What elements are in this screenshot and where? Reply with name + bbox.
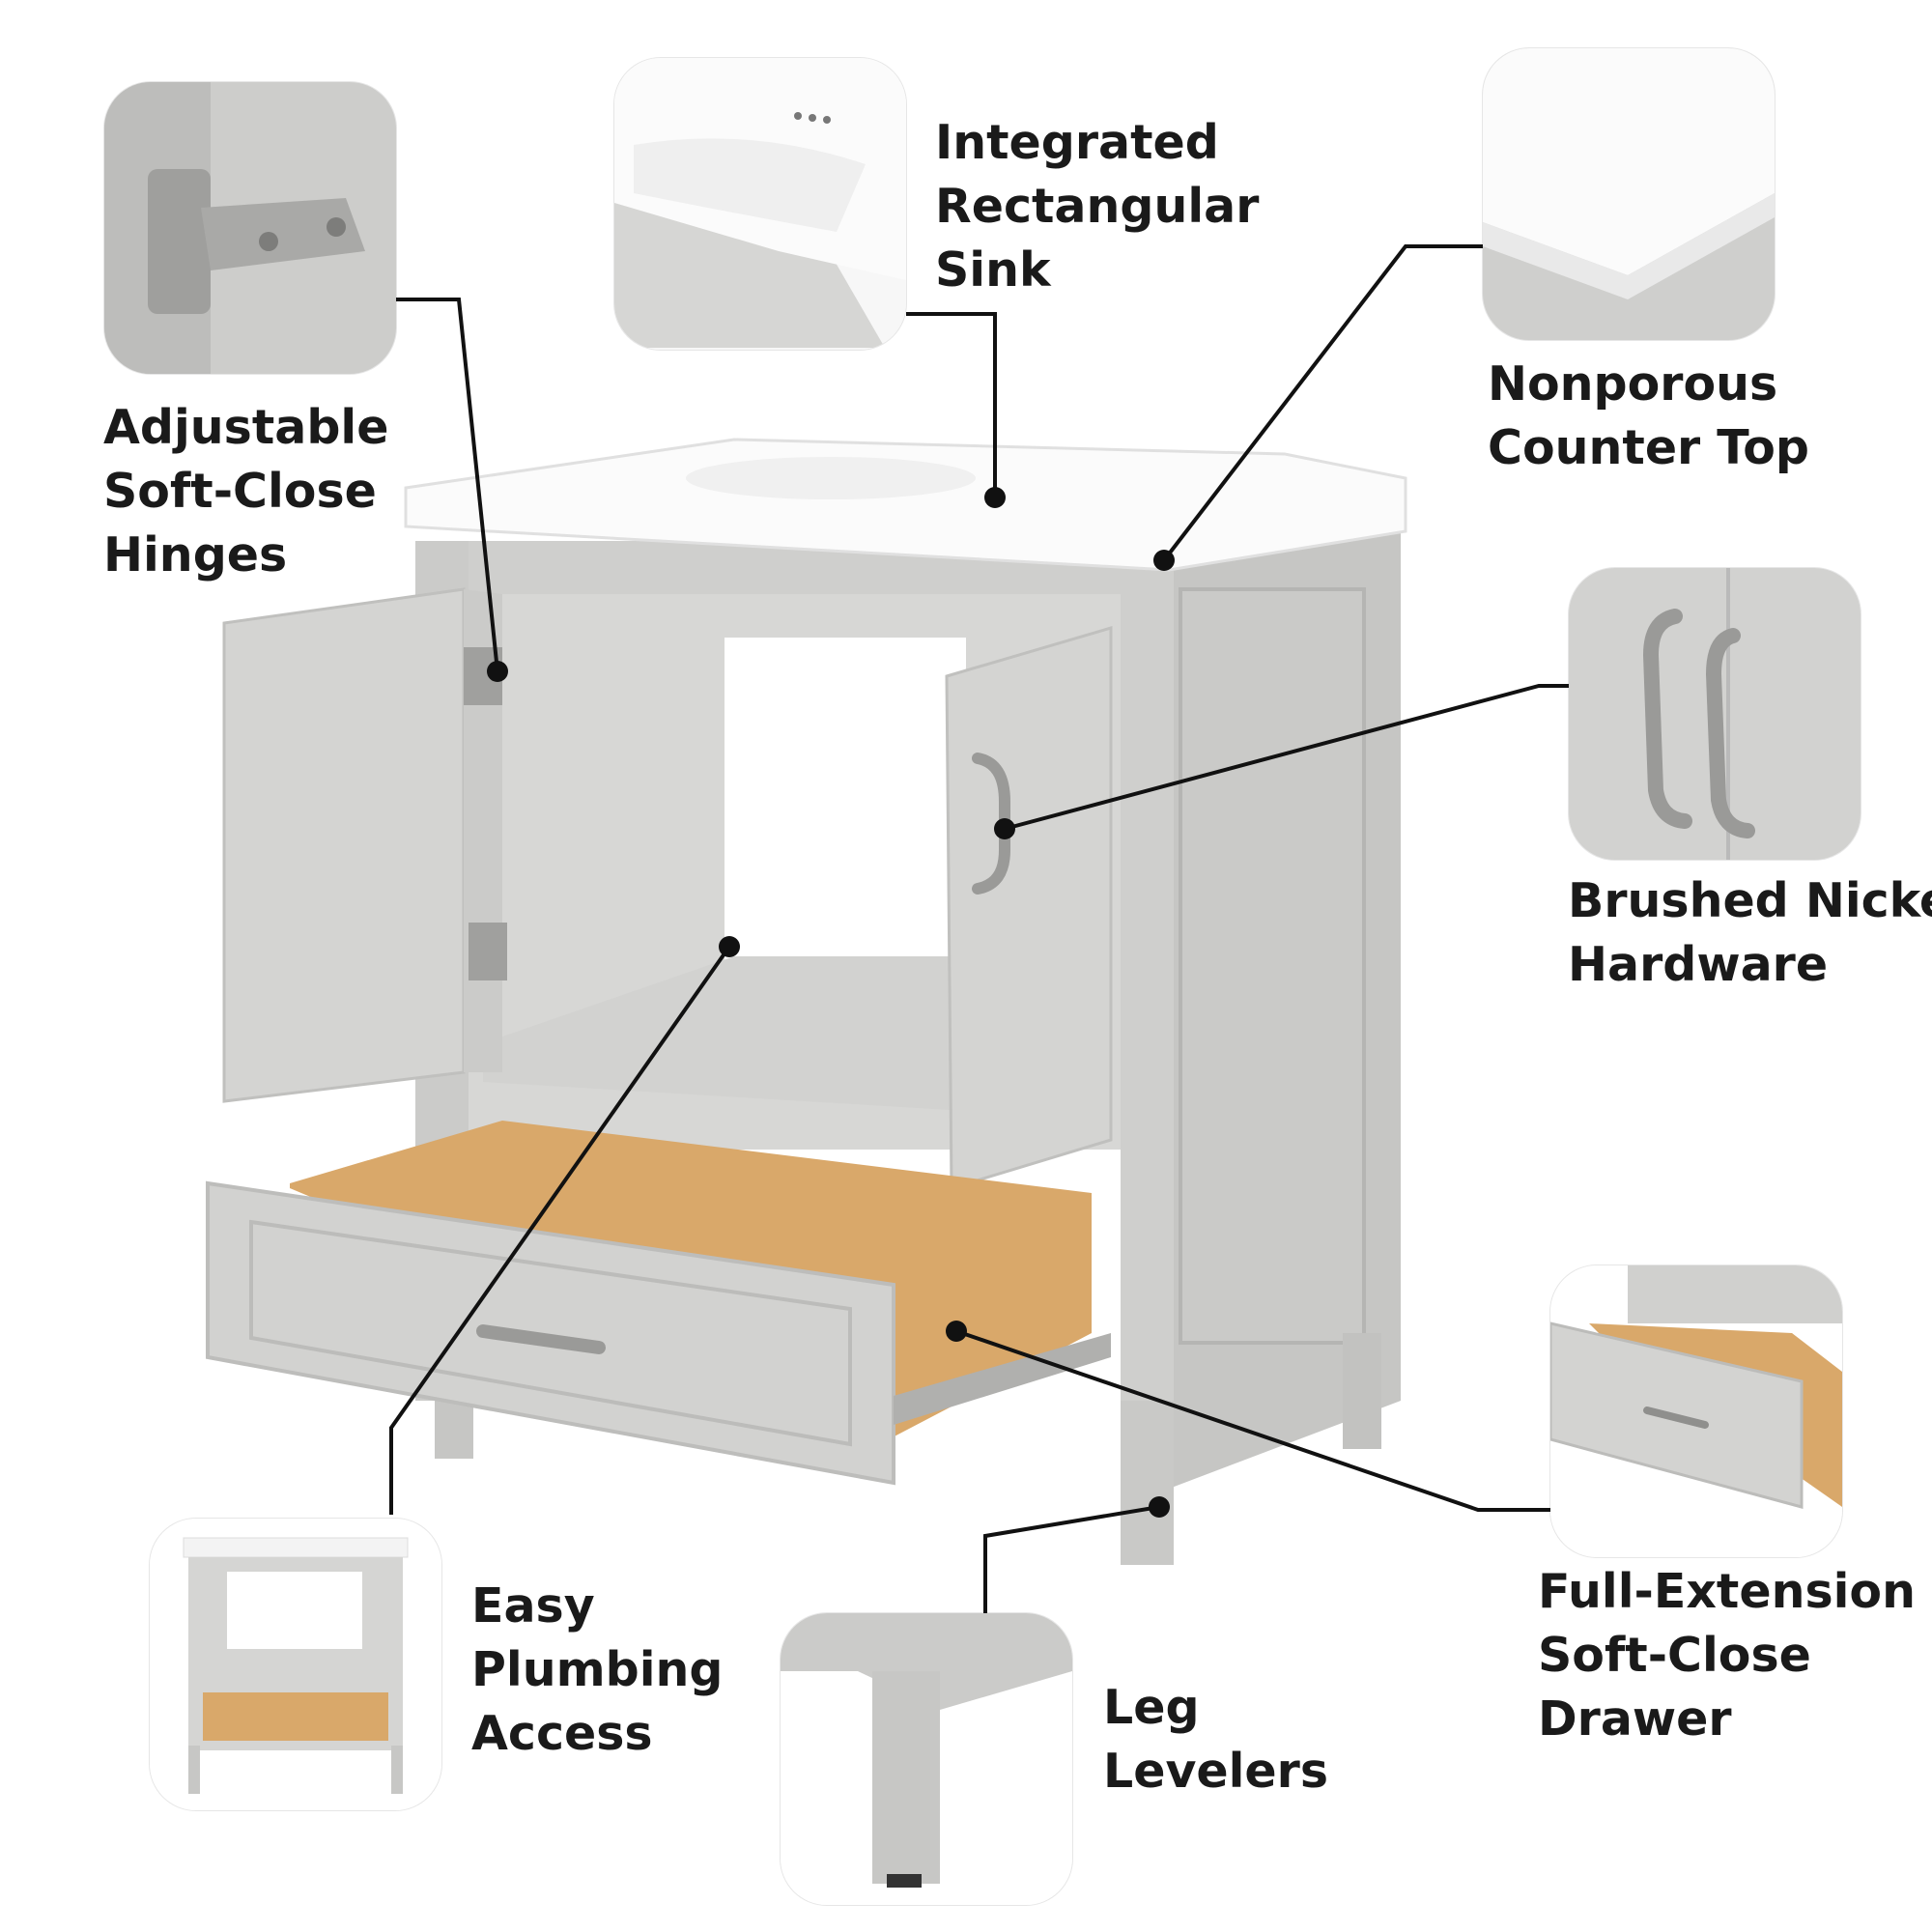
leader-hinges — [396, 298, 499, 672]
dot-top — [1153, 550, 1175, 571]
dot-drawer — [946, 1321, 967, 1342]
drawer-handle — [476, 1324, 606, 1354]
hardware-tile — [1569, 568, 1861, 860]
label-top: Nonporous Counter Top — [1488, 356, 1809, 475]
leg-icon — [781, 1613, 1072, 1905]
label-hardware: Brushed Nickel Hardware — [1568, 873, 1932, 992]
leader-leg — [983, 1505, 1160, 1613]
label-plumbing: Easy Plumbing Access — [471, 1578, 724, 1761]
drawer-slide — [894, 1333, 1111, 1425]
hinge-icon — [104, 82, 396, 374]
dot-sink — [984, 487, 1006, 508]
side-panel-inset — [1179, 587, 1366, 1345]
leader-plumbing — [389, 945, 731, 1515]
sink-icon — [614, 58, 906, 350]
drawer-front-inset — [249, 1219, 852, 1447]
sink-basin — [686, 457, 976, 499]
counter-top-tile — [1483, 48, 1775, 340]
drawer-front — [206, 1180, 895, 1486]
leader-drawer — [955, 1329, 1550, 1512]
dot-leg — [1149, 1496, 1170, 1518]
hinge-tile — [104, 82, 396, 374]
vanity-icon — [150, 1519, 441, 1810]
left-door-hinge-bottom — [469, 923, 507, 980]
label-hinges: Adjustable Soft-Close Hinges — [103, 400, 389, 582]
leader-hardware — [1004, 684, 1569, 831]
leg-tile — [781, 1613, 1072, 1905]
handle-icon — [1569, 568, 1861, 860]
dot-hinges — [487, 661, 508, 682]
leader-sink — [906, 312, 997, 497]
countertop — [404, 438, 1407, 572]
left-leg — [435, 1401, 473, 1459]
label-leg: Leg Levelers — [1103, 1680, 1328, 1799]
drawer-tile — [1550, 1265, 1842, 1557]
plumbing-tile — [150, 1519, 441, 1810]
sink-tile — [614, 58, 906, 350]
leader-top — [1162, 244, 1483, 562]
back-leg — [1343, 1333, 1381, 1449]
counter-top-icon — [1483, 48, 1775, 340]
front-leg — [1121, 1401, 1174, 1565]
dot-hardware — [994, 818, 1015, 839]
shelf — [483, 956, 966, 1111]
label-sink: Integrated Rectangular Sink — [935, 115, 1260, 298]
drawer-icon — [1550, 1265, 1842, 1557]
front-stile-right — [1121, 541, 1174, 1536]
dot-plumbing — [719, 936, 740, 957]
label-drawer: Full-Extension Soft-Close Drawer — [1538, 1564, 1916, 1747]
